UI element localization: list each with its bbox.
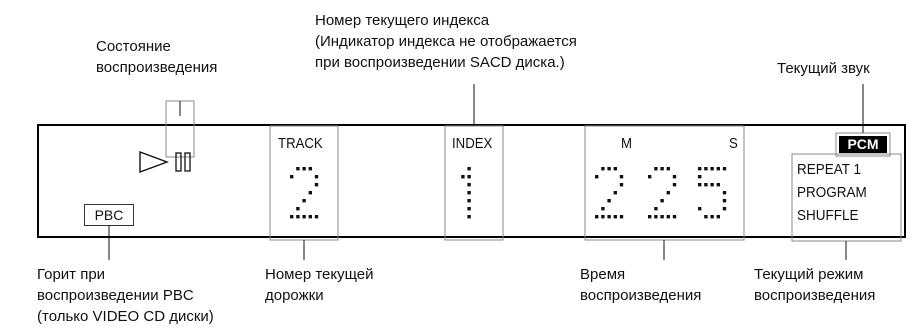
pbc-indicator: PBC	[84, 204, 134, 226]
minutes-indicator: M	[621, 135, 632, 152]
pcm-indicator: PCM	[839, 136, 887, 153]
index-indicator: INDEX	[452, 135, 493, 152]
label-playing-time: Время воспроизведения	[580, 266, 702, 304]
track-indicator: TRACK	[278, 135, 323, 152]
label-pbc-lit: Горит при воспроизведении PBC (только VI…	[37, 266, 214, 325]
repeat-indicator: REPEAT 1	[797, 161, 862, 178]
time-box	[584, 125, 745, 241]
time-digit-minutes	[595, 167, 624, 219]
time-digit-seconds-tens	[648, 167, 677, 219]
label-current-sound: Текущий звук	[777, 60, 870, 77]
program-indicator: PROGRAM	[797, 184, 867, 201]
label-index-number: Номер текущего индекса (Индикатор индекс…	[315, 12, 577, 71]
seconds-indicator: S	[729, 135, 738, 152]
digit-matrix-group	[290, 167, 727, 219]
label-play-mode: Текущий режим воспроизведения	[754, 266, 876, 304]
label-playback-state: Состояние воспроизведения	[96, 38, 218, 76]
index-digit	[461, 167, 471, 219]
time-digit-seconds-ones	[698, 167, 727, 219]
track-digit	[290, 167, 319, 219]
play-pause-icon	[139, 150, 191, 174]
display-panel	[37, 124, 906, 238]
label-track-number: Номер текущей дорожки	[265, 266, 374, 304]
shuffle-indicator: SHUFFLE	[797, 207, 859, 224]
